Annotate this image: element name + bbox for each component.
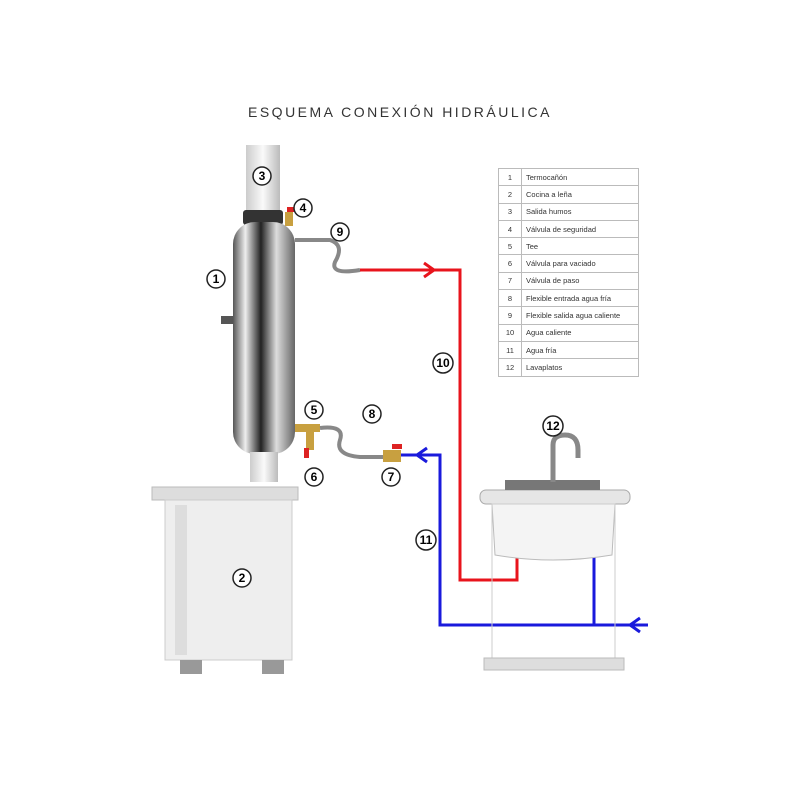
hot-arrow-icon — [423, 261, 437, 279]
svg-text:1: 1 — [213, 272, 220, 286]
svg-text:6: 6 — [311, 470, 318, 484]
svg-text:9: 9 — [337, 225, 344, 239]
safety-valve — [285, 212, 293, 226]
marker-11: 11 — [415, 529, 437, 551]
svg-text:2: 2 — [239, 571, 246, 585]
thermo-tank — [233, 222, 295, 454]
tank-cap — [243, 210, 283, 225]
faucet-base — [505, 480, 600, 490]
hot-water-flexible — [295, 238, 361, 274]
stove-foot — [180, 660, 202, 674]
faucet — [550, 432, 581, 482]
marker-3: 3 — [252, 166, 272, 186]
stove-foot — [262, 660, 284, 674]
marker-2: 2 — [232, 568, 252, 588]
sink-counter — [479, 489, 631, 505]
marker-8: 8 — [362, 404, 382, 424]
marker-1: 1 — [206, 269, 226, 289]
marker-6: 6 — [304, 467, 324, 487]
marker-9: 9 — [330, 222, 350, 242]
svg-text:5: 5 — [311, 403, 318, 417]
sink-base — [483, 657, 625, 671]
shutoff-valve — [383, 450, 401, 462]
tank-side-fitting — [221, 316, 233, 324]
marker-10: 10 — [432, 352, 454, 374]
stove-top — [151, 486, 299, 501]
flue-connector — [250, 452, 278, 482]
cold-arrow-icon — [627, 616, 641, 634]
sink-basin — [491, 503, 616, 561]
safety-valve-handle — [287, 207, 295, 212]
drain-valve-handle — [304, 448, 309, 458]
shutoff-valve-handle — [392, 444, 402, 449]
svg-text:8: 8 — [369, 407, 376, 421]
hot-water-line — [360, 268, 519, 582]
marker-12: 12 — [542, 415, 564, 437]
svg-text:12: 12 — [546, 419, 560, 433]
svg-text:10: 10 — [436, 356, 450, 370]
tee-fitting — [295, 424, 320, 432]
svg-text:3: 3 — [259, 169, 266, 183]
stove-door — [175, 505, 187, 655]
drain-valve — [306, 432, 314, 450]
svg-text:7: 7 — [388, 470, 395, 484]
svg-text:4: 4 — [300, 201, 307, 215]
marker-7: 7 — [381, 467, 401, 487]
cold-water-line — [401, 453, 648, 627]
marker-5: 5 — [304, 400, 324, 420]
marker-4: 4 — [293, 198, 313, 218]
cold-water-flexible — [319, 425, 385, 459]
cold-arrow-icon — [414, 446, 428, 464]
svg-text:11: 11 — [420, 533, 433, 547]
diagram-title: ESQUEMA CONEXIÓN HIDRÁULICA — [248, 104, 552, 120]
